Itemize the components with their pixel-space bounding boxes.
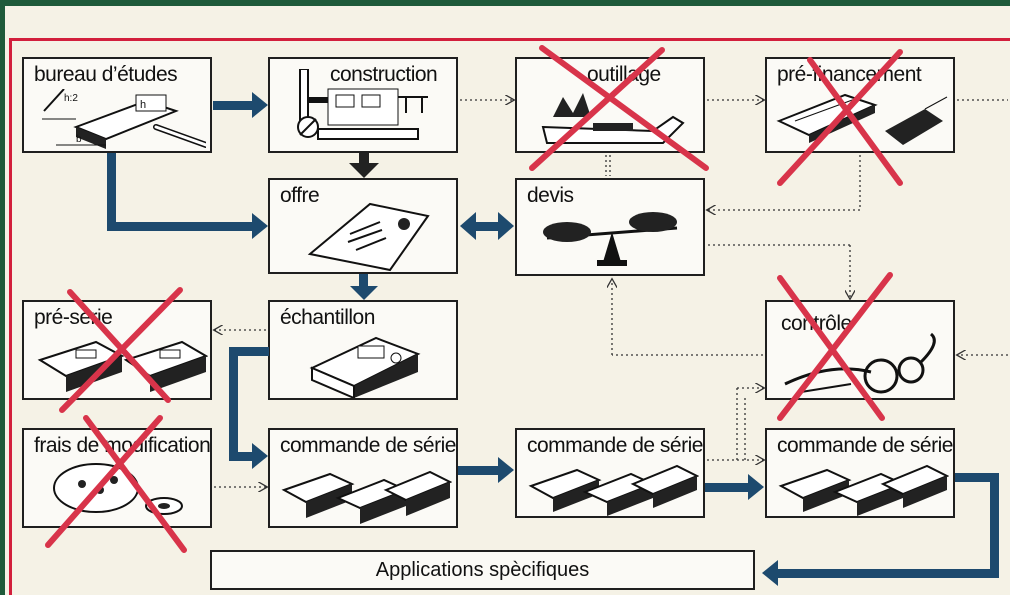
arrow-commande2-commande3 [705,474,764,500]
cross-outillage [529,45,709,171]
arrow-commande1-commande2 [458,457,514,483]
box-label: commande de série [527,434,703,457]
box-label: commande de série [280,434,456,457]
drawing-board-icon [297,69,428,140]
sketch-dim-b: b [76,134,82,145]
box-outillage: outillage [515,57,705,153]
arrow-commande3-applications [762,473,999,586]
dotted-connectors [214,100,1008,487]
arrow-echantillon-commande [229,347,269,469]
box-devis: devis [515,178,705,276]
box-commande-serie-2: commande de série [515,428,705,518]
box-label: pré-série [34,306,113,329]
box-label: échantillon [280,306,375,329]
cross-pre-serie [59,287,183,413]
balance-scale-icon [543,212,678,266]
arrow-construction-offre [349,153,379,178]
left-green-bar [0,0,5,595]
glasses-inspection-icon [784,332,936,394]
arrow-bureau-offre [107,153,268,239]
applications-specifiques-box: Applications spècifiques [210,550,755,590]
series-machines-icon [281,470,452,524]
cross-frais-modification [45,415,187,553]
tooling-icon [541,93,685,144]
arrow-offre-echantillon [350,274,378,300]
red-frame-top [9,38,1010,41]
series-machines-icon [778,464,949,516]
box-label: bureau d’études [34,63,178,86]
box-echantillon: échantillon [268,300,458,400]
box-label: devis [527,184,574,207]
box-bureau-etudes: bureau d’études h h:2 b [22,57,212,153]
series-machines-icon [528,464,699,516]
red-frame-left [9,38,12,595]
sketch-dim-1: h:2 [64,93,78,104]
arrow-bureau-construction [213,92,268,118]
drafting-sketch-icon: h h:2 b [42,89,206,149]
top-green-bar [0,0,1010,6]
applications-label: Applications spècifiques [375,559,590,581]
box-label: construction [330,63,438,86]
cross-pre-financement [777,49,903,186]
sketch-dim-h: h [140,99,146,111]
sample-machine-icon [309,336,421,398]
cross-controle [777,272,893,421]
box-label: offre [280,184,320,207]
box-construction: construction [268,57,458,153]
box-offre: offre [268,178,458,274]
arrow-offre-devis [460,212,514,240]
box-commande-serie-1: commande de série [268,428,458,528]
box-label: frais de modification [34,434,211,457]
box-commande-serie-3: commande de série [765,428,955,518]
document-offer-icon [307,202,430,272]
box-label: commande de série [777,434,953,457]
